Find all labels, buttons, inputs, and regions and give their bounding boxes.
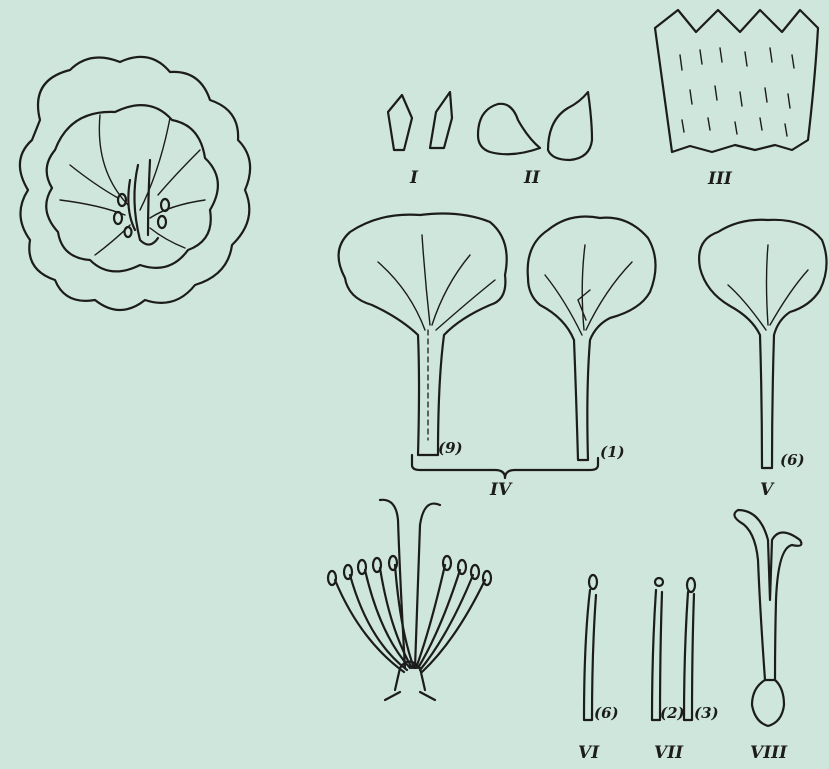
label-VI: VI xyxy=(578,743,600,763)
petal-IV-right xyxy=(528,217,656,461)
count-v: (6) xyxy=(780,451,805,469)
label-VIII: VIII xyxy=(750,743,788,763)
count-iv-right: (1) xyxy=(600,443,625,461)
bracteoles-II xyxy=(478,92,592,160)
stamen-VI xyxy=(584,575,597,720)
label-V: V xyxy=(760,480,775,500)
petal-V xyxy=(699,220,826,468)
bracts-I xyxy=(388,92,452,150)
stamens-VII xyxy=(652,578,695,720)
calyx-III xyxy=(655,10,818,152)
label-III: III xyxy=(707,169,733,189)
whole-flower xyxy=(20,57,250,310)
stamen-cluster xyxy=(328,500,491,700)
label-II: II xyxy=(523,168,541,188)
label-I: I xyxy=(409,168,419,188)
petal-IV-left xyxy=(339,214,507,455)
label-VII: VII xyxy=(654,743,684,763)
count-vi: (6) xyxy=(594,704,619,722)
pistil-VIII xyxy=(734,510,801,726)
count-vii-right: (3) xyxy=(694,704,719,722)
bracket-IV xyxy=(412,455,598,478)
label-IV: IV xyxy=(489,480,513,500)
count-vii-left: (2) xyxy=(660,704,685,722)
count-iv-left: (9) xyxy=(438,439,463,457)
